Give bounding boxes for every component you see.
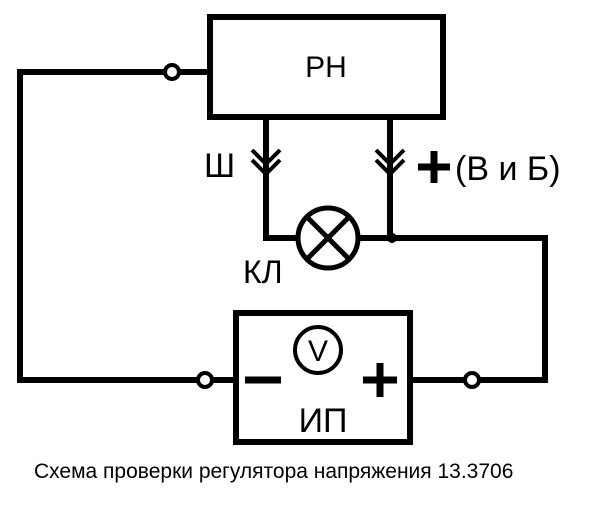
voltmeter-symbol: V	[308, 335, 328, 368]
regulator-box	[207, 14, 446, 120]
terminal-bottom-right	[463, 371, 481, 389]
connector-plus-label-icon	[418, 151, 450, 183]
connector-plus-arrow-icon	[374, 148, 406, 167]
terminal-top-left	[163, 63, 181, 81]
terminal-bottom-left	[196, 371, 214, 389]
wire-sh-to-lamp	[263, 169, 301, 241]
plus-sign-icon	[363, 363, 397, 397]
connector-sh-arrow-icon	[250, 148, 282, 167]
wire-right-loop	[389, 235, 548, 383]
voltmeter-icon: V	[293, 325, 343, 375]
lamp-icon	[295, 205, 361, 271]
wire-left-loop	[17, 69, 208, 383]
caption: Схема проверки регулятора напряжения 13.…	[34, 460, 514, 483]
lamp-label: КЛ	[243, 254, 283, 290]
connector-sh-label: Ш	[204, 147, 235, 185]
connector-plus-sublabel: (В и Б)	[455, 150, 561, 188]
regulator-label: РН	[305, 51, 347, 84]
supply-label: ИП	[299, 402, 348, 440]
